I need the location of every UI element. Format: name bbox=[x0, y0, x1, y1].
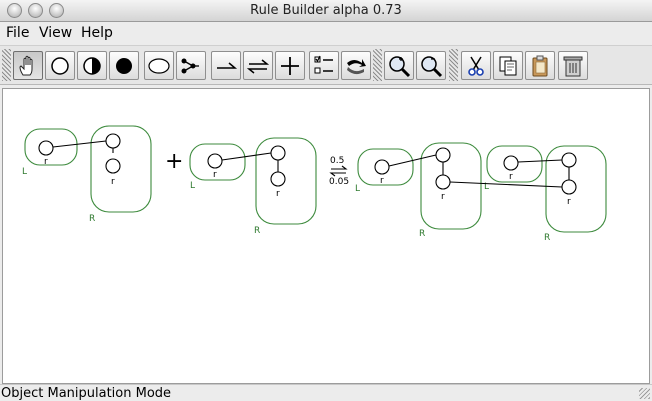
title-bar: Rule Builder alpha 0.73 bbox=[0, 0, 652, 22]
zoom-window-button[interactable] bbox=[49, 3, 64, 18]
node-label: r bbox=[111, 177, 115, 187]
node[interactable] bbox=[435, 174, 451, 190]
node[interactable] bbox=[374, 159, 390, 175]
zoom-out-button[interactable] bbox=[416, 51, 446, 80]
reversible-reaction-button[interactable] bbox=[243, 51, 273, 80]
hand-icon bbox=[19, 55, 33, 75]
minimize-window-button[interactable] bbox=[28, 3, 43, 18]
node[interactable] bbox=[270, 145, 286, 161]
paste-icon bbox=[532, 55, 548, 76]
node[interactable] bbox=[270, 171, 286, 187]
node[interactable] bbox=[561, 152, 577, 168]
plus-operator: + bbox=[165, 149, 183, 174]
bond bbox=[221, 152, 272, 161]
equilibrium-arrows-icon bbox=[246, 58, 270, 74]
reverse-arrow bbox=[329, 172, 346, 177]
group-r-label: R bbox=[544, 233, 550, 243]
group-l-box[interactable] bbox=[357, 148, 414, 186]
menu-help[interactable]: Help bbox=[81, 25, 113, 41]
node-label: r bbox=[44, 157, 48, 167]
filled-node-button[interactable] bbox=[109, 51, 139, 80]
group-l-box[interactable] bbox=[24, 128, 78, 166]
zoom-in-icon bbox=[389, 55, 411, 77]
delete-button[interactable] bbox=[558, 51, 588, 80]
node[interactable] bbox=[561, 179, 577, 195]
rule-canvas[interactable]: L r R r + L r R bbox=[2, 88, 650, 384]
group-l-box[interactable] bbox=[189, 143, 246, 181]
status-text: Object Manipulation Mode bbox=[1, 386, 172, 401]
node-label: r bbox=[567, 197, 571, 207]
group-r-box[interactable] bbox=[255, 137, 317, 225]
bond bbox=[388, 154, 437, 167]
status-bar: Object Manipulation Mode bbox=[0, 384, 652, 401]
trash-icon bbox=[563, 56, 583, 76]
node[interactable] bbox=[105, 158, 121, 174]
group-r-label: R bbox=[254, 226, 260, 236]
group-button[interactable] bbox=[144, 51, 174, 80]
zoom-out-icon bbox=[421, 55, 443, 77]
node[interactable] bbox=[207, 153, 223, 169]
empty-node-button[interactable] bbox=[45, 51, 75, 80]
node-label: r bbox=[441, 192, 445, 202]
apply-rule-button[interactable] bbox=[341, 51, 371, 80]
menu-view[interactable]: View bbox=[39, 25, 73, 41]
window-title: Rule Builder alpha 0.73 bbox=[250, 3, 402, 18]
resize-grip-icon[interactable] bbox=[639, 388, 650, 399]
zoom-in-button[interactable] bbox=[384, 51, 414, 80]
copy-icon bbox=[499, 56, 517, 75]
group-l-label: L bbox=[22, 167, 27, 177]
toolbar-grip[interactable] bbox=[373, 49, 382, 81]
reverse-rate[interactable]: 0.05 bbox=[329, 177, 349, 187]
forward-rate[interactable]: 0.5 bbox=[330, 156, 344, 166]
group-r-box[interactable] bbox=[420, 142, 482, 230]
bond-button[interactable] bbox=[176, 51, 206, 80]
close-window-button[interactable] bbox=[7, 3, 22, 18]
plus-icon bbox=[281, 56, 299, 75]
harpoon-arrow-icon bbox=[217, 61, 238, 69]
node-label: r bbox=[509, 172, 513, 182]
options-button[interactable] bbox=[309, 51, 339, 80]
node[interactable] bbox=[503, 155, 519, 171]
hand-tool-button[interactable] bbox=[13, 51, 43, 80]
group-r-box[interactable] bbox=[545, 145, 607, 233]
copy-button[interactable] bbox=[493, 51, 523, 80]
node-label: r bbox=[380, 176, 384, 186]
group-l-label: L bbox=[484, 182, 489, 192]
add-reactant-button[interactable] bbox=[275, 51, 305, 80]
group-l-label: L bbox=[355, 184, 360, 194]
menu-file[interactable]: File bbox=[6, 25, 30, 41]
group-r-label: R bbox=[89, 214, 95, 224]
node[interactable] bbox=[435, 147, 451, 163]
toolbar bbox=[0, 45, 652, 85]
paste-button[interactable] bbox=[525, 51, 555, 80]
group-l-label: L bbox=[190, 181, 195, 191]
cut-button[interactable] bbox=[461, 51, 491, 80]
group-r-label: R bbox=[419, 229, 425, 239]
ellipse-icon bbox=[148, 57, 170, 74]
filled-circle-icon bbox=[116, 57, 132, 74]
rotate-arrow-icon bbox=[347, 58, 366, 74]
scissors-icon bbox=[468, 56, 484, 76]
branch-nodes-icon bbox=[181, 58, 199, 73]
bond bbox=[449, 181, 563, 188]
rule-diagram: L r R r + L r R bbox=[22, 125, 607, 243]
bond bbox=[52, 140, 107, 148]
node[interactable] bbox=[105, 133, 121, 149]
forward-arrow bbox=[331, 165, 348, 170]
node[interactable] bbox=[38, 140, 54, 156]
menu-bar: File View Help bbox=[0, 22, 652, 44]
checklist-icon bbox=[314, 55, 333, 73]
half-circle-icon bbox=[83, 56, 101, 75]
bond bbox=[517, 159, 563, 163]
empty-circle-icon bbox=[51, 56, 69, 75]
toolbar-grip[interactable] bbox=[449, 49, 458, 81]
group-r-box[interactable] bbox=[90, 125, 152, 213]
toolbar-grip[interactable] bbox=[2, 49, 11, 81]
node-label: r bbox=[276, 189, 280, 199]
group-l-box[interactable] bbox=[486, 145, 543, 183]
node-label: r bbox=[213, 170, 217, 180]
half-node-button[interactable] bbox=[77, 51, 107, 80]
forward-reaction-button[interactable] bbox=[211, 51, 241, 80]
